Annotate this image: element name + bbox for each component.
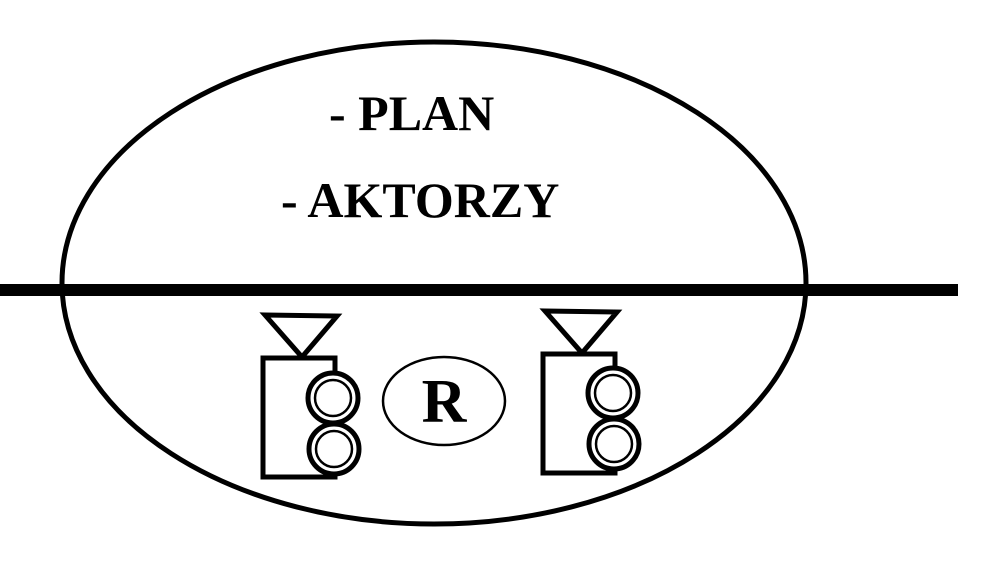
plan-label: - PLAN <box>329 85 494 141</box>
camera-reel-inner <box>313 378 353 418</box>
director-ellipse <box>381 355 507 447</box>
camera-reel-inner <box>314 429 354 469</box>
film-camera-icon-left <box>259 312 362 480</box>
aktorzy-label: - AKTORZY <box>281 172 559 228</box>
director-badge: R <box>381 355 507 447</box>
camera-reel-inner <box>594 424 634 464</box>
film-camera-icon-right <box>539 308 642 476</box>
camera-reel-inner <box>593 373 633 413</box>
camera-funnel <box>259 312 343 361</box>
camera-funnel <box>539 308 623 357</box>
scene-ellipse <box>59 39 809 527</box>
director-label: R <box>422 368 468 436</box>
